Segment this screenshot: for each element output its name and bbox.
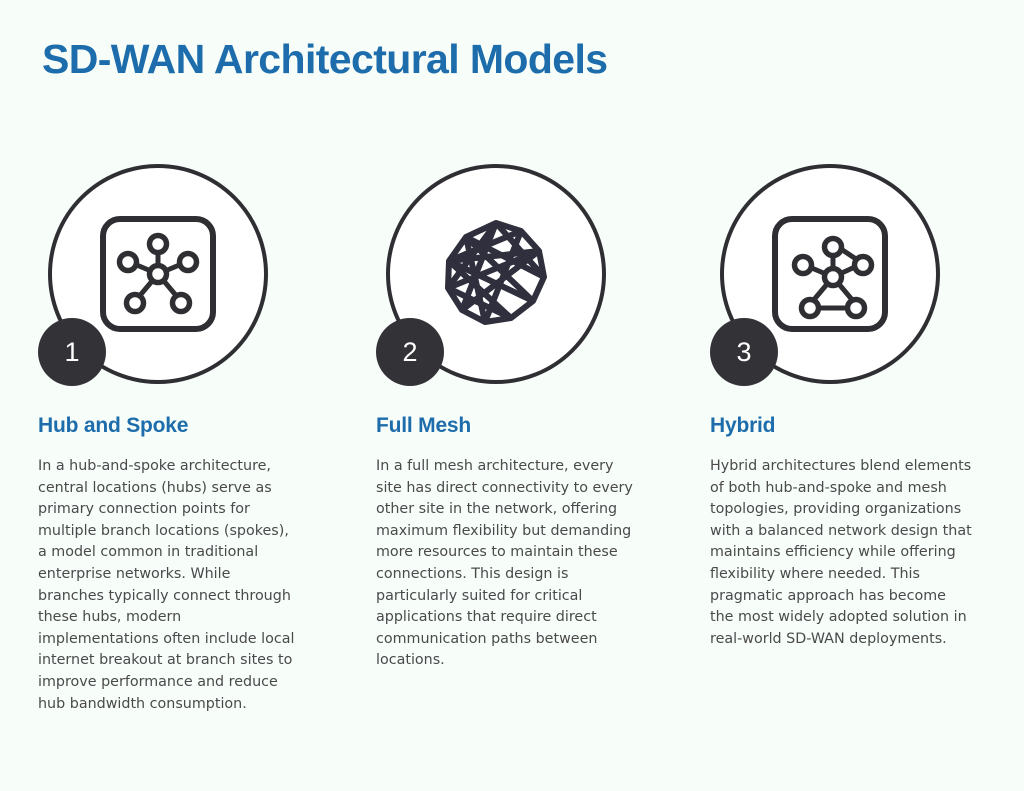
card-full-mesh: 2 Full Mesh In a full mesh architecture,… (336, 150, 672, 715)
card-body-1: In a hub-and-spoke architecture, central… (38, 458, 295, 712)
page-title: SD-WAN Architectural Models (42, 36, 608, 82)
card-heading-3: Hybrid (710, 414, 776, 437)
full-mesh-polygon-icon (445, 220, 547, 325)
card-body-2: In a full mesh architecture, every site … (376, 458, 633, 669)
card-number-badge-1: 1 (38, 318, 106, 386)
icon-badge-group-3: 3 (710, 150, 940, 396)
card-number-badge-2: 2 (376, 318, 444, 386)
cards-row: 1 Hub and Spoke In a hub-and-spoke archi… (0, 150, 1024, 715)
hybrid-network-icon (772, 216, 888, 332)
card-number-badge-3: 3 (710, 318, 778, 386)
card-heading-1: Hub and Spoke (38, 414, 189, 437)
card-hybrid: 3 Hybrid Hybrid architectures blend elem… (672, 150, 1008, 715)
hub-and-spoke-network-icon (100, 216, 216, 332)
card-heading-2: Full Mesh (376, 414, 472, 437)
icon-circle-3 (720, 164, 940, 384)
icon-badge-group-2: 2 (376, 150, 606, 396)
card-hub-and-spoke: 1 Hub and Spoke In a hub-and-spoke archi… (0, 150, 336, 715)
card-body-3: Hybrid architectures blend elements of b… (710, 458, 972, 647)
icon-badge-group-1: 1 (38, 150, 268, 396)
